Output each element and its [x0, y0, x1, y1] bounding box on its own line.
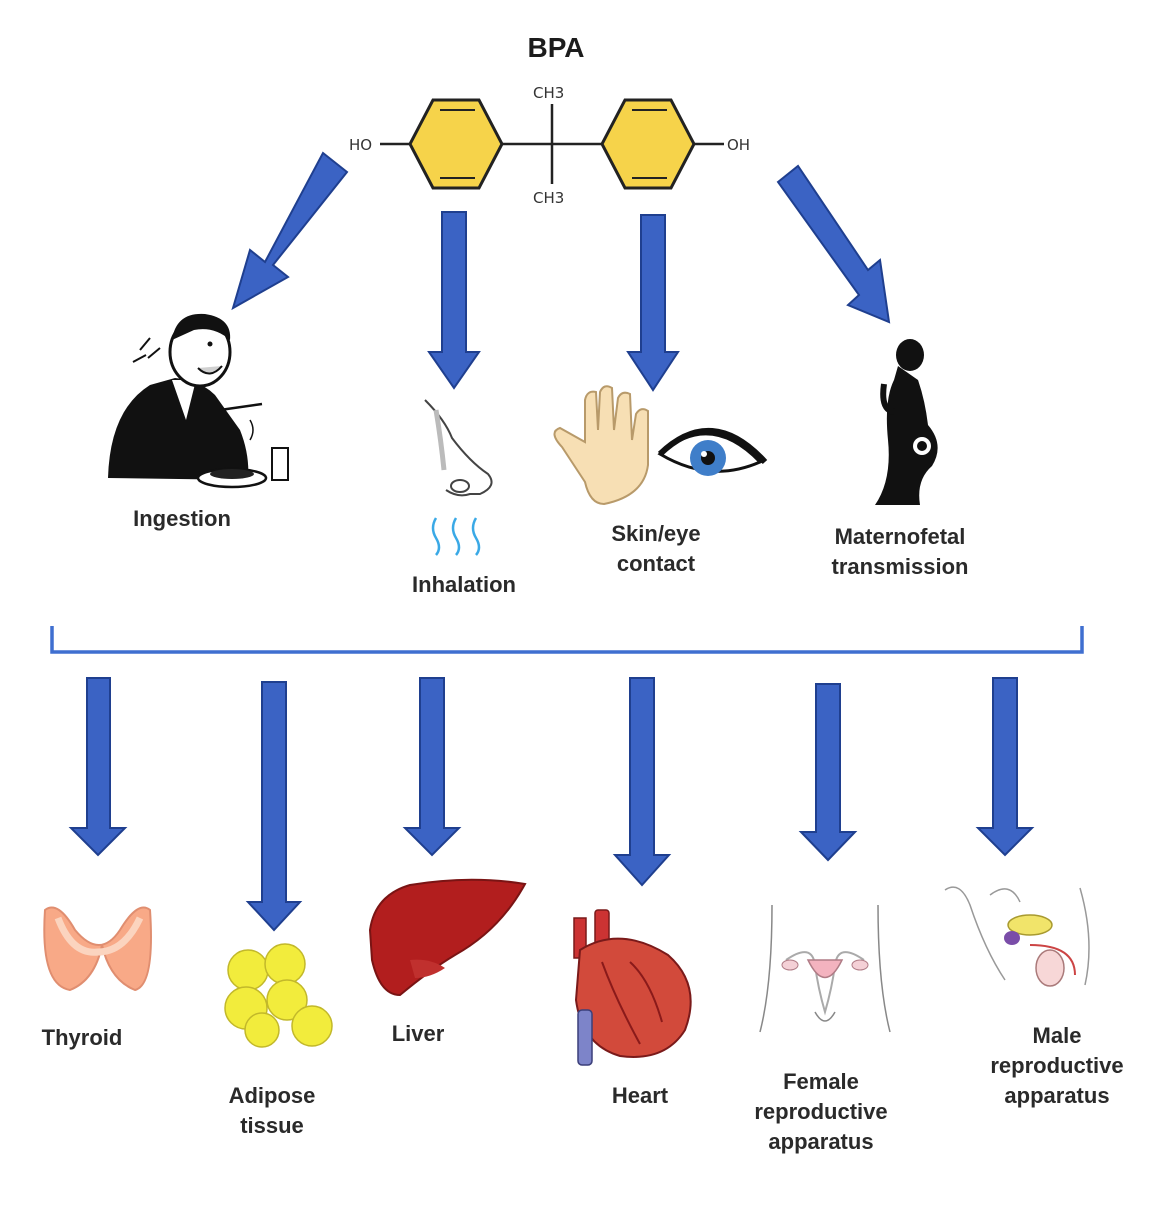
adipose-cells-icon	[224, 943, 333, 1048]
label-thyroid: Thyroid	[41, 1025, 123, 1050]
label-maternofetal-transmission: Maternofetal transmission	[831, 524, 969, 579]
label-skin-eye-contact: Skin/eye contact	[611, 521, 701, 576]
male-reproductive-icon	[944, 886, 1090, 987]
methyl-bottom: CH3	[533, 189, 564, 207]
right-benzene-ring	[600, 98, 696, 190]
arrow-to-thyroid	[68, 677, 128, 857]
heart-icon	[573, 909, 692, 1066]
hydroxyl-right: OH	[727, 136, 750, 154]
left-benzene-ring	[408, 98, 504, 190]
label-ingestion: Ingestion	[133, 506, 231, 531]
arrow-to-heart	[612, 677, 672, 887]
eye-icon	[657, 428, 768, 476]
arrow-to-adipose	[245, 681, 303, 932]
arrow-to-maternofetal	[776, 164, 891, 324]
label-inhalation: Inhalation	[412, 572, 516, 597]
arrow-to-liver	[402, 677, 462, 857]
label-heart: Heart	[611, 1083, 669, 1108]
pregnant-woman-icon	[875, 339, 938, 505]
bpa-molecule: HO OH CH3 CH3	[349, 84, 750, 207]
female-reproductive-icon	[759, 904, 891, 1033]
hand-icon	[553, 385, 649, 506]
label-female-reproductive-apparatus: Female reproductive apparatus	[754, 1069, 888, 1154]
arrow-to-skin-eye	[626, 214, 680, 392]
nose-icon	[424, 399, 493, 497]
thyroid-icon	[43, 906, 152, 992]
liver-icon	[368, 878, 527, 997]
arrow-to-male	[975, 677, 1035, 857]
arrow-to-female	[798, 683, 858, 862]
arrow-to-inhalation	[427, 211, 481, 390]
diagram-title: BPA	[527, 32, 585, 63]
hydroxyl-left: HO	[349, 136, 372, 154]
vapor-icon	[431, 517, 481, 556]
bracket-line	[50, 626, 1084, 654]
arrow-to-ingestion	[231, 151, 349, 311]
methyl-top: CH3	[533, 84, 564, 102]
label-liver: Liver	[391, 1021, 445, 1046]
label-adipose-tissue: Adipose tissue	[228, 1083, 316, 1138]
man-eating-icon	[108, 313, 289, 489]
label-male-reproductive-apparatus: Male reproductive apparatus	[990, 1023, 1124, 1108]
